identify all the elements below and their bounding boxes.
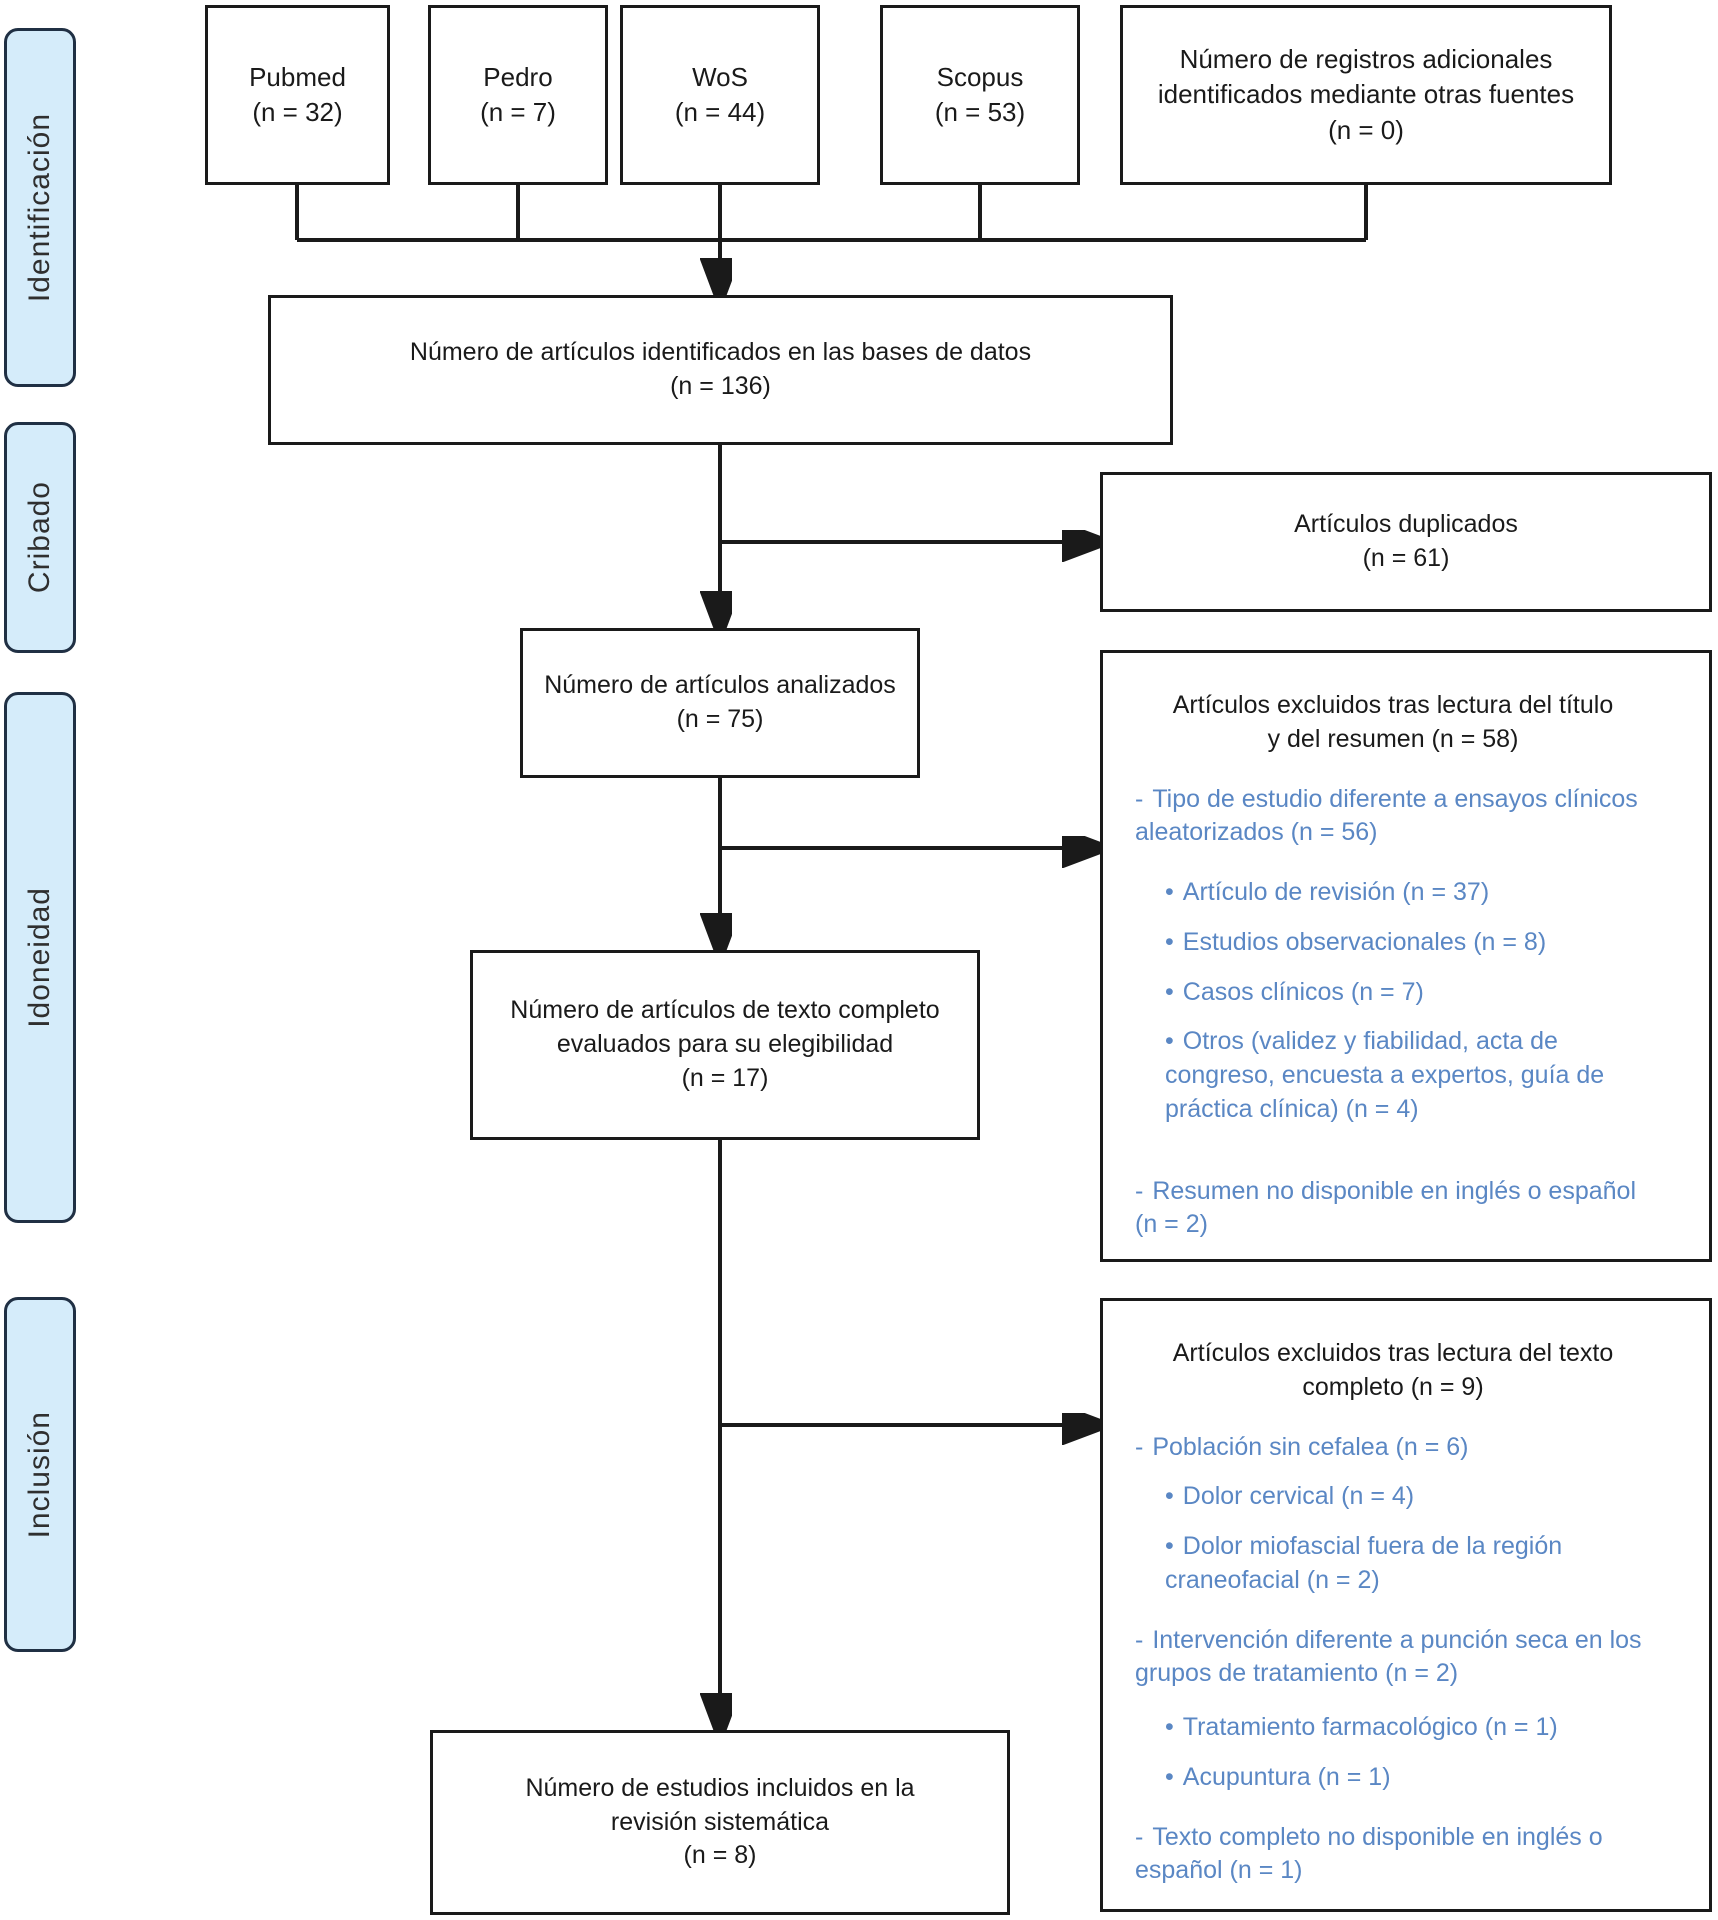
duplicates-box: Artículos duplicados (n = 61) xyxy=(1100,472,1712,612)
box-count: (n = 61) xyxy=(1362,544,1450,572)
stage-label: Identificación xyxy=(23,112,56,303)
exclusion-item: -Población sin cefalea (n = 6) xyxy=(1135,1431,1651,1465)
exclusion-item: -Resumen no disponible en inglés o españ… xyxy=(1135,1175,1651,1243)
exclusion-item: -Intervención diferente a punción seca e… xyxy=(1135,1624,1651,1692)
item-marker: • xyxy=(1165,927,1174,956)
stage-label: Idoneidad xyxy=(23,887,56,1028)
item-marker: - xyxy=(1135,784,1144,813)
fulltext-box: Número de artículos de texto completo ev… xyxy=(470,950,980,1140)
sidebar-stage-idoneidad: Idoneidad xyxy=(4,692,76,1223)
item-text: Texto completo no disponible en inglés o… xyxy=(1135,1822,1603,1885)
excluded-fulltext-box: Artículos excluidos tras lectura del tex… xyxy=(1100,1298,1712,1912)
item-text: Acupuntura (n = 1) xyxy=(1182,1762,1391,1791)
item-text: Resumen no disponible en inglés o españo… xyxy=(1135,1176,1636,1239)
item-text: Otros (validez y fiabilidad, acta de con… xyxy=(1165,1027,1605,1123)
box-text: Artículos duplicados xyxy=(1294,510,1518,539)
source-count: (n = 7) xyxy=(480,97,556,127)
item-text: Casos clínicos (n = 7) xyxy=(1182,977,1424,1006)
source-count: (n = 53) xyxy=(934,97,1026,127)
box-text: Número de registros adicionales identifi… xyxy=(1157,44,1575,110)
source-name: Pubmed xyxy=(249,61,346,92)
exclusion-item: • Dolor cervical (n = 4) xyxy=(1135,1480,1651,1514)
source-box-wos: WoS (n = 44) xyxy=(620,5,820,185)
source-name: Scopus xyxy=(936,61,1024,92)
item-marker: - xyxy=(1135,1822,1144,1851)
exclusion-title: Artículos excluidos tras lectura del tít… xyxy=(1172,691,1614,753)
exclusion-item: •Dolor miofascial fuera de la región cra… xyxy=(1135,1530,1651,1598)
exclusion-item: -Texto completo no disponible en inglés … xyxy=(1135,1821,1651,1889)
box-text: Número de estudios incluidos en la revis… xyxy=(525,1773,915,1836)
item-marker: • xyxy=(1165,1762,1174,1791)
other-sources-box: Número de registros adicionales identifi… xyxy=(1120,5,1612,185)
box-text: Número de artículos analizados xyxy=(544,671,896,700)
box-count: (n = 17) xyxy=(681,1063,769,1092)
source-name: WoS xyxy=(692,61,748,92)
item-marker: • xyxy=(1165,1027,1174,1056)
item-marker: • xyxy=(1165,1482,1174,1511)
exclusion-title: Artículos excluidos tras lectura del tex… xyxy=(1172,1339,1614,1401)
box-text: Número de artículos identificados en las… xyxy=(409,338,1032,367)
stage-label: Inclusión xyxy=(23,1410,56,1539)
item-text: Población sin cefalea (n = 6) xyxy=(1152,1432,1469,1461)
exclusion-item: -Tipo de estudio diferente a ensayos clí… xyxy=(1135,783,1651,851)
item-marker: • xyxy=(1165,1532,1174,1560)
box-count: (n = 0) xyxy=(1328,114,1404,145)
source-box-scopus: Scopus (n = 53) xyxy=(880,5,1080,185)
exclusion-item: • Acupuntura (n = 1) xyxy=(1135,1761,1651,1795)
sidebar-stage-identificacion: Identificación xyxy=(4,28,76,387)
exclusion-item: • Estudios observacionales (n = 8) xyxy=(1135,926,1651,960)
source-name: Pedro xyxy=(483,61,553,92)
item-marker: • xyxy=(1165,878,1174,906)
excluded-screening-box: Artículos excluidos tras lectura del tít… xyxy=(1100,650,1712,1262)
exclusion-item: • Casos clínicos (n = 7) xyxy=(1135,976,1651,1010)
item-text: Intervención diferente a punción seca en… xyxy=(1135,1625,1642,1688)
item-text: Tratamiento farmacológico (n = 1) xyxy=(1182,1713,1558,1741)
item-text: Artículo de revisión (n = 37) xyxy=(1182,878,1490,906)
item-marker: - xyxy=(1135,1432,1144,1461)
exclusion-item: •Otros (validez y fiabilidad, acta de co… xyxy=(1135,1025,1651,1126)
stage-label: Cribado xyxy=(23,481,56,594)
item-text: Estudios observacionales (n = 8) xyxy=(1182,927,1547,956)
screened-box: Número de artículos analizados (n = 75) xyxy=(520,628,920,778)
source-count: (n = 44) xyxy=(674,97,766,127)
box-count: (n = 75) xyxy=(676,705,764,733)
box-count: (n = 136) xyxy=(670,372,771,400)
item-text: Tipo de estudio diferente a ensayos clín… xyxy=(1135,784,1638,847)
item-marker: - xyxy=(1135,1625,1144,1654)
item-marker: • xyxy=(1165,977,1174,1006)
source-box-pedro: Pedro (n = 7) xyxy=(428,5,608,185)
box-text: Número de artículos de texto completo ev… xyxy=(510,996,940,1059)
sidebar-stage-inclusion: Inclusión xyxy=(4,1297,76,1652)
included-box: Número de estudios incluidos en la revis… xyxy=(430,1730,1010,1915)
item-marker: • xyxy=(1165,1713,1174,1741)
source-count: (n = 32) xyxy=(252,97,343,127)
box-count: (n = 8) xyxy=(683,1841,757,1870)
item-text: Dolor miofascial fuera de la región cran… xyxy=(1165,1532,1563,1594)
sidebar-stage-cribado: Cribado xyxy=(4,422,76,653)
exclusion-item: • Artículo de revisión (n = 37) xyxy=(1135,876,1651,910)
exclusion-item: • Tratamiento farmacológico (n = 1) xyxy=(1135,1711,1651,1745)
source-box-pubmed: Pubmed (n = 32) xyxy=(205,5,390,185)
identified-box: Número de artículos identificados en las… xyxy=(268,295,1173,445)
item-text: Dolor cervical (n = 4) xyxy=(1182,1482,1415,1511)
item-marker: - xyxy=(1135,1176,1144,1205)
